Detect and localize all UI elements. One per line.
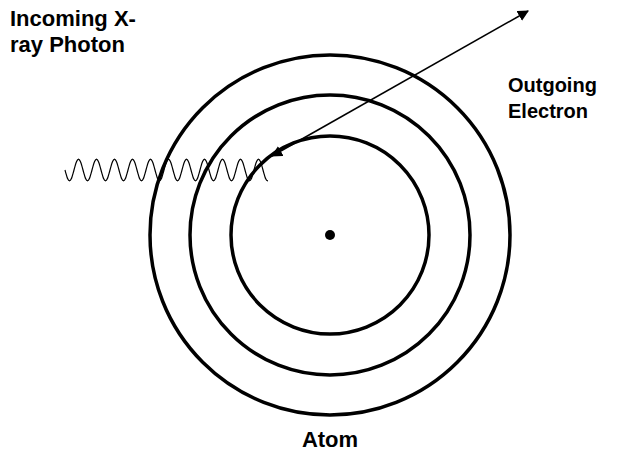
outer-shell <box>150 55 510 415</box>
electron-arrow <box>272 11 528 156</box>
middle-shell <box>190 95 470 375</box>
electron-label: Outgoing Electron <box>508 72 629 124</box>
photon-label: Incoming X-ray Photon <box>10 6 140 58</box>
nucleus <box>325 230 335 240</box>
atom-label: Atom <box>255 427 405 453</box>
inner-shell <box>231 136 429 334</box>
photon-wave <box>65 159 268 181</box>
